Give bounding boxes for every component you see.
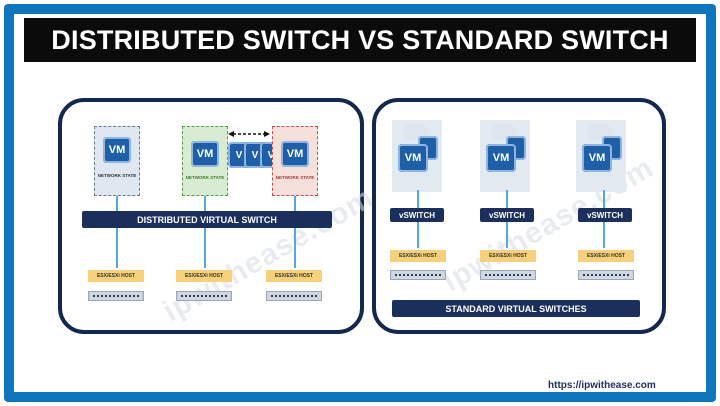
server-rack-icon	[480, 270, 536, 280]
server-rack-icon	[578, 270, 634, 280]
vm-icon: VM	[582, 144, 612, 172]
link-line	[506, 190, 508, 208]
esx-host-label: ESX/ESXi HOST	[480, 250, 536, 262]
link-line	[116, 196, 118, 268]
server-rack-icon	[88, 291, 144, 301]
distributed-virtual-switch-bar: DISTRIBUTED VIRTUAL SWITCH	[82, 211, 332, 228]
network-state-label: NETWORK STATE	[185, 175, 225, 180]
vm-icon: VM	[398, 144, 428, 172]
link-line	[603, 222, 605, 248]
vswitch-label: vSWITCH	[480, 208, 534, 222]
server-rack-icon	[266, 291, 322, 301]
migration-arrow-icon	[228, 131, 270, 137]
vswitch-label: vSWITCH	[390, 208, 444, 222]
diagram-title: DISTRIBUTED SWITCH VS STANDARD SWITCH	[24, 18, 696, 62]
esx-host-label: ESX/ESXi HOST	[176, 270, 232, 282]
esx-host-label: ESX/ESXi HOST	[266, 270, 322, 282]
network-state-label: NETWORK STATE	[275, 175, 315, 180]
server-rack-icon	[176, 291, 232, 301]
link-line	[294, 196, 296, 268]
esx-host-label: ESX/ESXi HOST	[578, 250, 634, 262]
source-url[interactable]: https://ipwithease.com	[548, 380, 656, 391]
vm-stack-1: VM	[392, 120, 442, 192]
vm-host-1-box: VM NETWORK STATE	[94, 126, 140, 196]
vm-icon: VM	[281, 141, 309, 167]
vm-icon: VM	[191, 141, 219, 167]
link-line	[506, 222, 508, 248]
link-line	[417, 222, 419, 248]
esx-host-label: ESX/ESXi HOST	[88, 270, 144, 282]
link-line	[417, 190, 419, 208]
network-state-label: NETWORK STATE	[97, 173, 137, 178]
link-line	[204, 196, 206, 268]
vm-stack-3: VM	[576, 120, 626, 192]
vm-icon: VM	[486, 144, 516, 172]
vm-host-2-box: VM NETWORK STATE	[182, 126, 228, 196]
vm-icon: VM	[103, 137, 131, 163]
link-line	[603, 190, 605, 208]
vm-host-3-box: VM NETWORK STATE	[272, 126, 318, 196]
vm-stack-2: VM	[480, 120, 530, 192]
server-rack-icon	[390, 270, 446, 280]
vswitch-label: vSWITCH	[578, 208, 632, 222]
esx-host-label: ESX/ESXi HOST	[390, 250, 446, 262]
standard-virtual-switches-bar: STANDARD VIRTUAL SWITCHES	[392, 300, 640, 317]
